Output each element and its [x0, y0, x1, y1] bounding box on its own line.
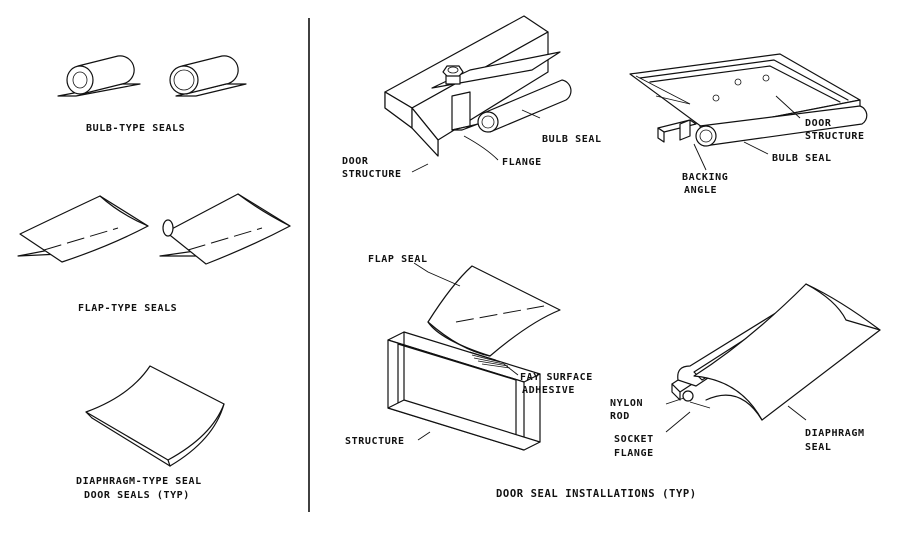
diaphragm-seal-caption-line1: DIAPHRAGM-TYPE SEAL: [76, 476, 202, 487]
bulb-install-2-drawing: [629, 53, 868, 171]
bulb-install-2-backing-angle-label-1: BACKING: [682, 172, 728, 183]
bulb-install-2-door-structure-label-2: STRUCTURE: [805, 131, 865, 142]
flap-install-fay-surface-label-1: FAY SURFACE: [520, 372, 593, 383]
diaphragm-install-socket-flange-label-2: FLANGE: [614, 448, 654, 459]
bulb-seal-drawing-1: [57, 55, 141, 97]
flap-type-seals-caption: FLAP-TYPE SEALS: [78, 303, 177, 314]
bulb-install-1-door-structure-label-1: DOOR: [342, 156, 369, 167]
bulb-install-1-drawing: [384, 15, 572, 173]
door-seal-installations-caption: DOOR SEAL INSTALLATIONS (TYP): [496, 488, 697, 500]
flap-install-fay-surface-label-2: ADHESIVE: [522, 385, 575, 396]
diaphragm-install-diaphragm-seal-label-2: SEAL: [805, 442, 831, 453]
diaphragm-seal-caption-line2: DOOR SEALS (TYP): [84, 490, 190, 501]
flap-install-flap-seal-label: FLAP SEAL: [368, 254, 428, 265]
diaphragm-install-drawing: [665, 283, 881, 433]
flap-install-structure-label: STRUCTURE: [345, 436, 405, 447]
bulb-install-1-bulb-seal-label: BULB SEAL: [542, 134, 602, 145]
bulb-install-1-door-structure-label-2: STRUCTURE: [342, 169, 402, 180]
bulb-install-2-bulb-seal-label: BULB SEAL: [772, 153, 832, 164]
bulb-install-2-backing-angle-label-2: ANGLE: [684, 185, 717, 196]
diaphragm-seal-drawing: [85, 365, 225, 467]
flap-install-drawing: [387, 262, 561, 451]
diaphragm-install-nylon-rod-label-1: NYLON: [610, 398, 643, 409]
bulb-seal-drawing-2: [169, 55, 247, 97]
diaphragm-install-socket-flange-label-1: SOCKET: [614, 434, 654, 445]
bulb-type-seals-caption: BULB-TYPE SEALS: [86, 123, 185, 134]
bulb-install-1-flange-label: FLANGE: [502, 157, 542, 168]
bulb-install-2-door-structure-label-1: DOOR: [805, 118, 832, 129]
diaphragm-install-nylon-rod-label-2: ROD: [610, 411, 630, 422]
flap-seal-drawing-2: [159, 193, 291, 265]
diaphragm-install-diaphragm-seal-label-1: DIAPHRAGM: [805, 428, 865, 439]
flap-seal-drawing-1: [17, 195, 149, 263]
